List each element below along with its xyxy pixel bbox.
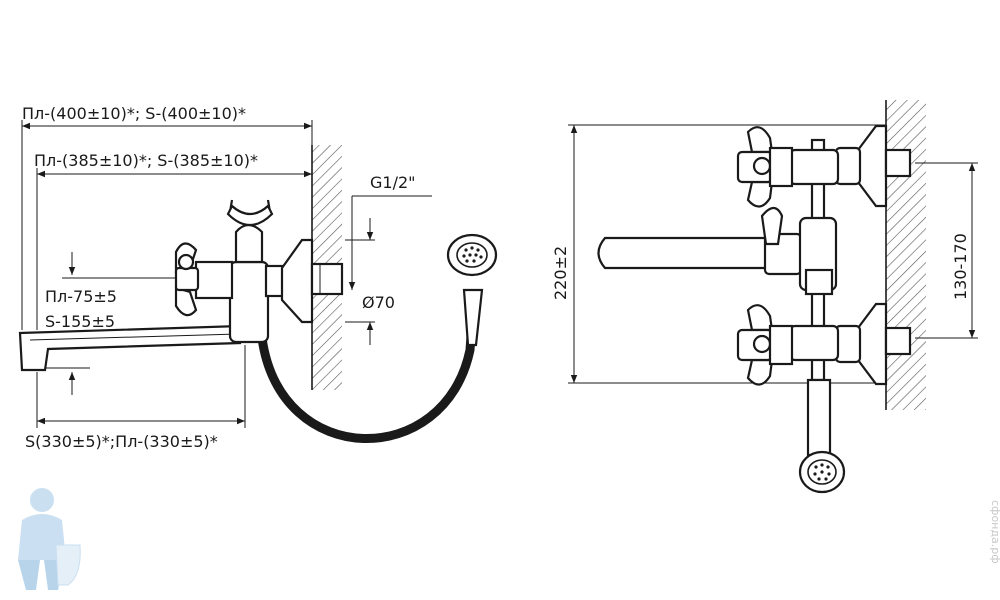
dim-flange-diameter: Ø70	[345, 218, 395, 345]
dim-overall-length: Пл-(400±10)*; S-(400±10)*	[21, 104, 313, 330]
hand-shower	[446, 233, 498, 347]
shower-hose	[257, 291, 479, 443]
side-view: 220±2 130-170	[551, 100, 978, 494]
wall-flange	[280, 238, 344, 324]
dim-side-height-label: 220±2	[551, 246, 570, 300]
dim-center-distance-label: 130-170	[951, 233, 970, 300]
side-diverter	[798, 216, 838, 296]
dim-flange-diameter-label: Ø70	[362, 293, 395, 312]
dim-mid-length-label: Пл-(385±10)*; S-(385±10)*	[34, 151, 258, 170]
side-shower-column	[798, 138, 846, 494]
dim-overall-length-label: Пл-(400±10)*; S-(400±10)*	[22, 104, 246, 123]
dim-height: Пл-75±5 S-155±5	[40, 252, 178, 395]
plumber-logo	[18, 488, 81, 590]
front-view: Пл-(400±10)*; S-(400±10)* Пл-(385±10)*; …	[18, 104, 498, 451]
dim-thread: G1/2"	[348, 173, 432, 290]
dim-height-s-label: S-155±5	[45, 312, 115, 331]
dim-mid-length: Пл-(385±10)*; S-(385±10)*	[34, 151, 312, 330]
side-spout	[597, 206, 803, 276]
valve-handle	[174, 242, 234, 317]
dim-spout-length-label: S(330±5)*;Пл-(330±5)*	[25, 432, 218, 451]
dim-center-distance: 130-170	[915, 162, 978, 339]
dim-spout-length: S(330±5)*;Пл-(330±5)*	[25, 345, 246, 451]
dim-height-pl-label: Пл-75±5	[45, 287, 117, 306]
dim-thread-label: G1/2"	[370, 173, 416, 192]
wall-right	[885, 100, 926, 410]
watermark-text: сфонда.рф	[989, 500, 1000, 564]
spout	[18, 324, 242, 372]
side-lower-valve	[736, 302, 912, 386]
mixer-body	[226, 199, 286, 344]
dim-side-height: 220±2	[551, 124, 885, 384]
side-upper-valve	[736, 124, 912, 208]
